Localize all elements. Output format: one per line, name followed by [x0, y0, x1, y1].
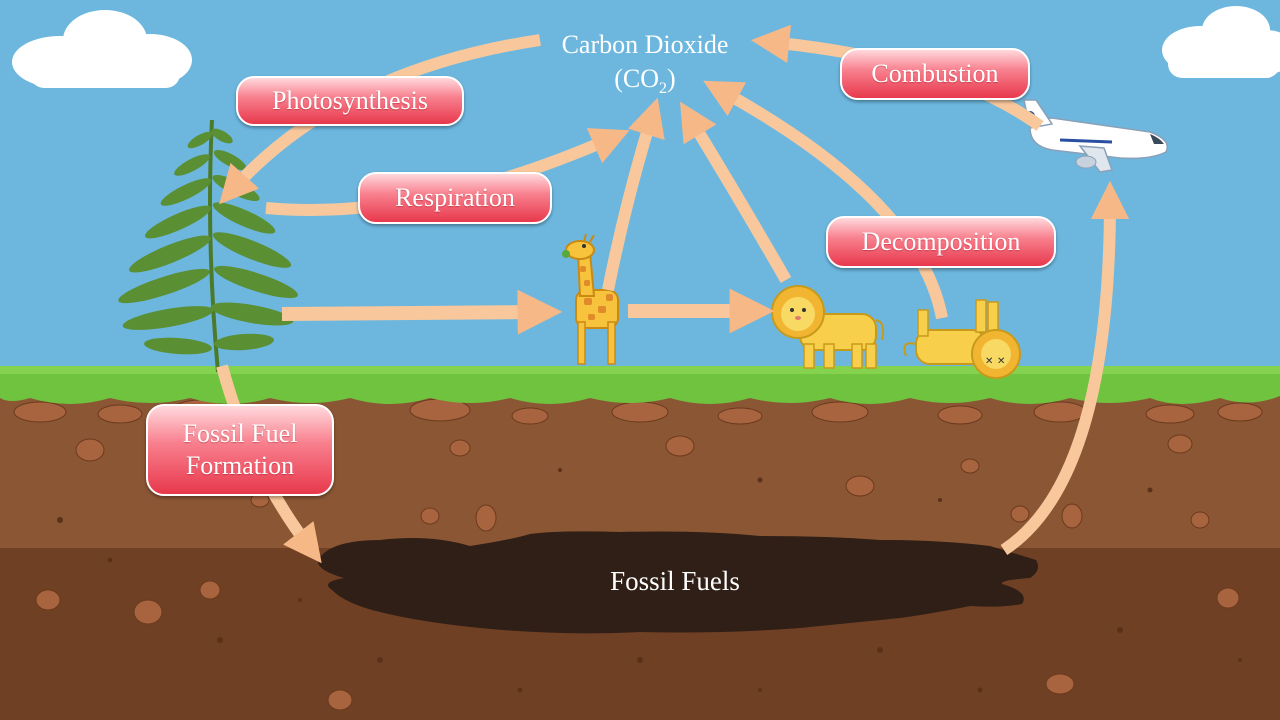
- arrow-decomposition: [703, 80, 948, 320]
- lion-standing: [771, 285, 885, 369]
- combustion-label: Combustion: [840, 48, 1030, 100]
- grass-highlight: [0, 366, 1280, 374]
- cloud-right: [1162, 6, 1280, 78]
- co2-label: Carbon Dioxide (CO2): [520, 28, 770, 100]
- arrow-giraffe-respiration: [602, 97, 665, 292]
- fossil-fuel-deposit: [317, 531, 1038, 634]
- arrow-fossil-to-plane: [1000, 180, 1130, 556]
- cloud-left: [12, 10, 192, 88]
- lion-dead: ✕ ✕: [903, 299, 1021, 379]
- co2-formula: (CO2): [614, 63, 676, 97]
- svg-text:✕: ✕: [985, 356, 993, 367]
- co2-title: Carbon Dioxide: [561, 30, 729, 59]
- arrow-plant-to-giraffe: [281, 289, 563, 335]
- decomposition-label: Decomposition: [826, 216, 1056, 268]
- respiration-label: Respiration: [358, 172, 552, 224]
- fern-plant: [118, 119, 298, 373]
- svg-text:✕: ✕: [997, 356, 1005, 367]
- photosynthesis-label: Photosynthesis: [236, 76, 464, 126]
- giraffe: [562, 233, 619, 365]
- arrow-lion-respiration: [680, 101, 792, 283]
- fossil-fuel-formation-label: Fossil Fuel Formation: [146, 404, 334, 496]
- grass: [0, 366, 1280, 404]
- fossil-fuels-label: Fossil Fuels: [610, 566, 740, 596]
